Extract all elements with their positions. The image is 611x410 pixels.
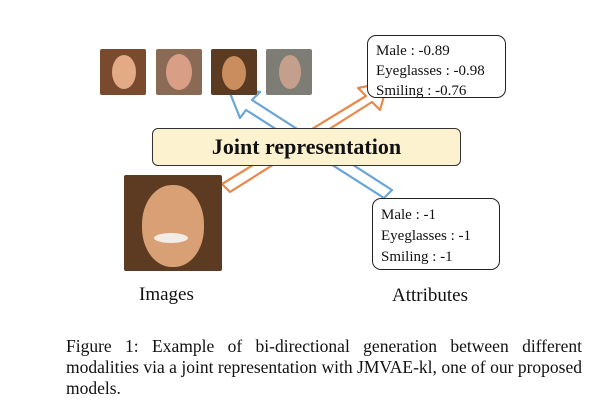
generated-attributes-box: Male : -0.89 Eyeglasses : -0.98 Smiling … xyxy=(367,35,506,99)
attr-smiling-generated: Smiling : -0.76 xyxy=(376,83,467,99)
face-4 xyxy=(266,49,312,95)
joint-representation-box: Joint representation xyxy=(152,128,461,166)
images-label: Images xyxy=(139,284,194,305)
input-attributes-box: Male : -1 Eyeglasses : -1 Smiling : -1 xyxy=(372,198,500,270)
joint-representation-label: Joint representation xyxy=(211,134,402,159)
face-3 xyxy=(211,49,257,95)
blue-arrow xyxy=(226,86,394,200)
figure-caption: Figure 1: Example of bi-directional gene… xyxy=(66,336,582,398)
attr-eyeglasses-input: Eyeglasses : -1 xyxy=(381,228,471,244)
attr-smiling-input: Smiling : -1 xyxy=(381,249,453,265)
attributes-label: Attributes xyxy=(392,285,468,306)
face-2 xyxy=(156,49,202,95)
attr-male-input: Male : -1 xyxy=(381,207,436,223)
attr-male-generated: Male : -0.89 xyxy=(376,43,450,59)
attr-eyeglasses-generated: Eyeglasses : -0.98 xyxy=(376,63,485,79)
face-large xyxy=(124,175,222,271)
face-1 xyxy=(100,49,146,95)
